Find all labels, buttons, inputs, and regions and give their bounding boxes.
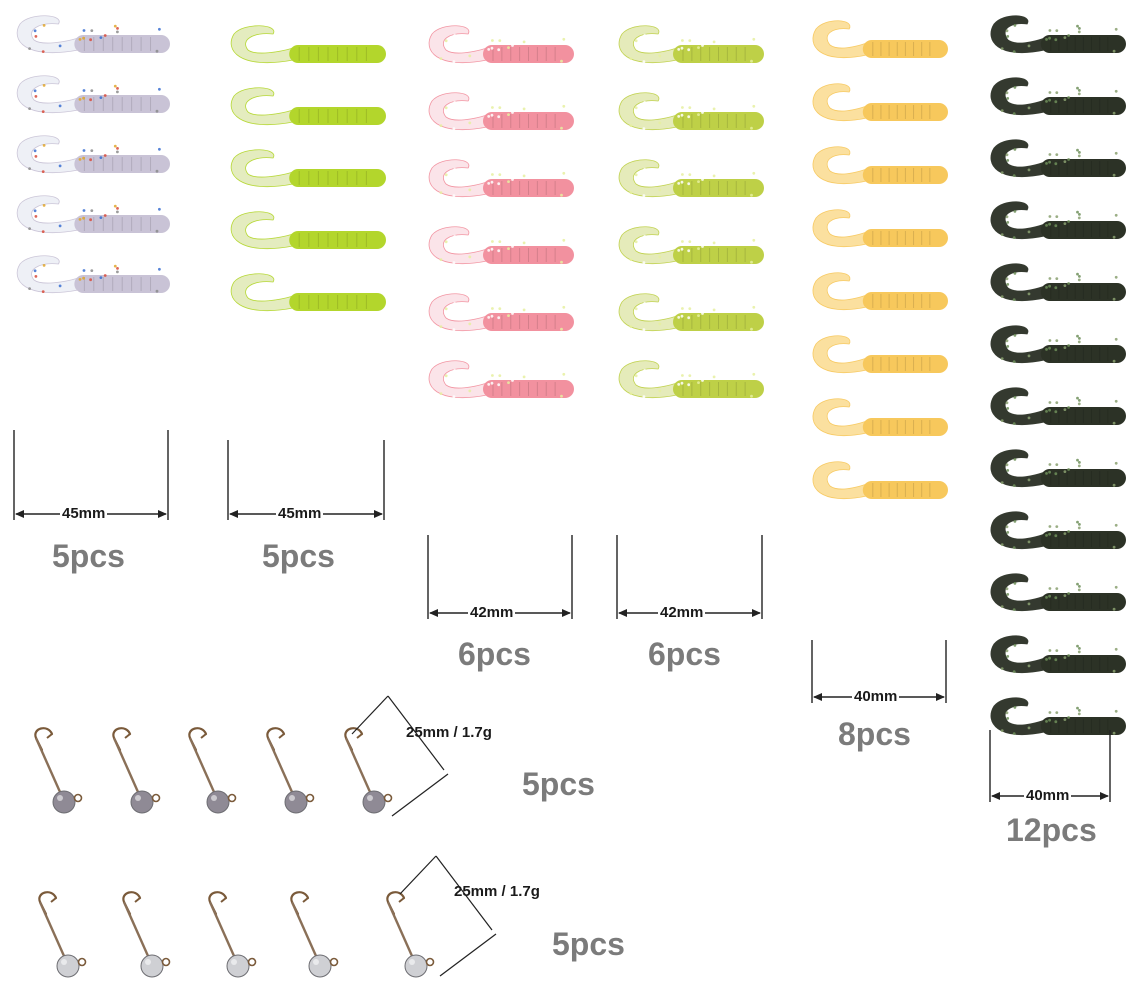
lure-black [990, 15, 1126, 54]
jig-hook-painted-jig [34, 727, 83, 814]
lure-chartreuse [230, 211, 386, 250]
lure-lime-glitter [618, 360, 764, 399]
jig-hook-silver-jig [290, 891, 339, 978]
lure-pink [428, 25, 574, 64]
lure-yellow [812, 146, 948, 185]
count-label-chartreuse: 5pcs [262, 538, 335, 574]
count-label-silver-jig: 5pcs [552, 926, 625, 962]
lure-yellow [812, 83, 948, 122]
size-label-pink: 42mm [468, 604, 516, 622]
lure-yellow [812, 398, 948, 437]
size-label-yellow: 40mm [852, 688, 900, 706]
lure-clear-glitter [16, 135, 170, 174]
size-label-lime-glitter: 42mm [658, 604, 706, 622]
lure-lime-glitter [618, 226, 764, 265]
jig-hook-silver-jig [386, 891, 435, 978]
lure-lime-glitter [618, 92, 764, 131]
lure-pink [428, 92, 574, 131]
lure-pink [428, 226, 574, 265]
lure-yellow [812, 335, 948, 374]
count-label-yellow: 8pcs [838, 716, 911, 752]
jig-hook-silver-jig [208, 891, 257, 978]
count-label-painted-jig: 5pcs [522, 766, 595, 802]
hook-dimension-guide-silver-jig [399, 855, 497, 977]
lure-chartreuse [230, 25, 386, 64]
count-label-black: 12pcs [1006, 812, 1097, 848]
hook-dimension-guide-painted-jig [351, 695, 449, 817]
lure-yellow [812, 272, 948, 311]
lure-black [990, 77, 1126, 116]
jig-hook-painted-jig [112, 727, 161, 814]
lure-clear-glitter [16, 255, 170, 294]
lure-pink [428, 159, 574, 198]
size-label-clear-glitter: 45mm [60, 505, 108, 523]
lure-chartreuse [230, 273, 386, 312]
count-label-clear-glitter: 5pcs [52, 538, 125, 574]
size-label-chartreuse: 45mm [276, 505, 324, 523]
count-label-lime-glitter: 6pcs [648, 636, 721, 672]
lure-yellow [812, 20, 948, 59]
lure-black [990, 449, 1126, 488]
lure-black [990, 325, 1126, 364]
lure-black [990, 263, 1126, 302]
lure-black [990, 511, 1126, 550]
size-label-black: 40mm [1024, 787, 1072, 805]
lure-black [990, 635, 1126, 674]
lure-clear-glitter [16, 75, 170, 114]
lure-lime-glitter [618, 159, 764, 198]
lure-chartreuse [230, 149, 386, 188]
lure-clear-glitter [16, 195, 170, 234]
jig-hook-silver-jig [38, 891, 87, 978]
jig-hook-painted-jig [266, 727, 315, 814]
jig-hook-painted-jig [344, 727, 393, 814]
jig-hook-silver-jig [122, 891, 171, 978]
lure-lime-glitter [618, 25, 764, 64]
lure-lime-glitter [618, 293, 764, 332]
lure-black [990, 697, 1126, 736]
lure-pink [428, 293, 574, 332]
ruler-black [989, 730, 1111, 802]
jig-hook-painted-jig [188, 727, 237, 814]
lure-chartreuse [230, 87, 386, 126]
lure-black [990, 387, 1126, 426]
lure-black [990, 139, 1126, 178]
hook-illustrations [34, 695, 497, 978]
lure-clear-glitter [16, 15, 170, 54]
size-label-silver-jig: 25mm / 1.7g [454, 883, 540, 900]
lure-black [990, 573, 1126, 612]
lure-illustrations [16, 15, 1126, 736]
count-label-pink: 6pcs [458, 636, 531, 672]
lure-pink [428, 360, 574, 399]
lure-yellow [812, 461, 948, 500]
lure-black [990, 201, 1126, 240]
lure-yellow [812, 209, 948, 248]
size-label-painted-jig: 25mm / 1.7g [406, 724, 492, 741]
